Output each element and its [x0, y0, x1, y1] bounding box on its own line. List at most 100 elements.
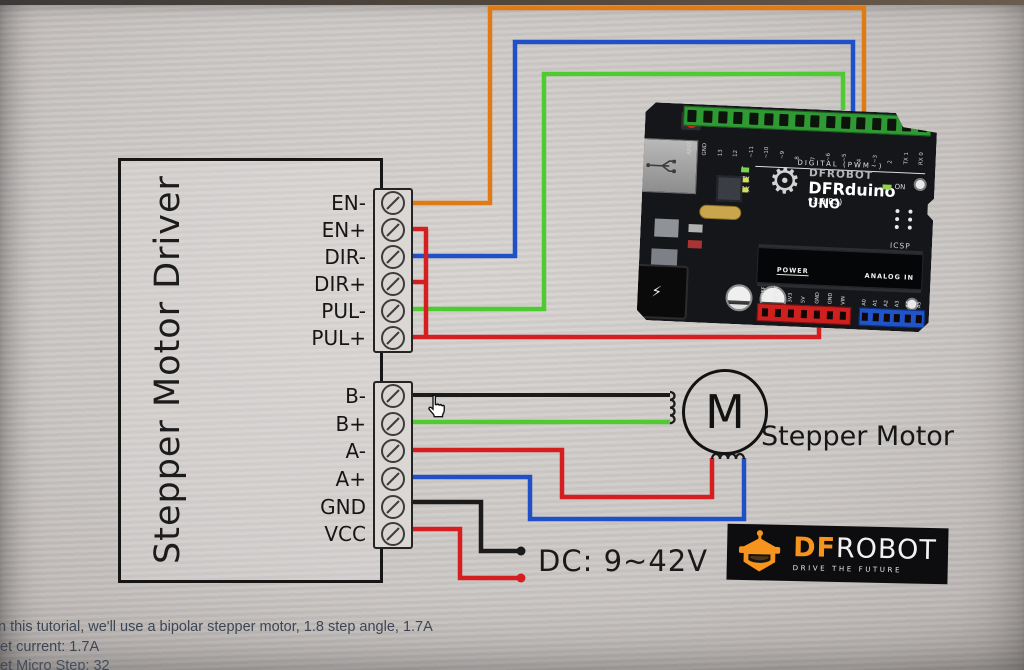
digital-pin-socket	[887, 119, 897, 131]
digital-pin-label: 2	[887, 160, 894, 164]
coil-b-winding	[669, 390, 676, 425]
motor-terminal-block	[373, 381, 413, 549]
board-version: v3.0(R3)	[807, 196, 843, 207]
power-pin-label: IOREF	[760, 286, 768, 302]
terminal-row: B-	[278, 382, 410, 410]
wire-a-plus	[410, 458, 747, 522]
icsp-pins	[895, 209, 918, 230]
usb-interface-chip	[716, 175, 743, 202]
terminal-label: A+	[335, 466, 366, 491]
dfrobot-logo-text: DFROBOT DRIVE THE FUTURE	[792, 531, 938, 575]
smd-component	[688, 224, 702, 233]
power-pin-socket	[827, 311, 833, 319]
screw-cell	[375, 466, 410, 491]
power-pin-label: 5V	[800, 296, 807, 304]
usb-connector	[626, 137, 698, 194]
screw-cell	[375, 217, 410, 242]
terminal-label: B+	[335, 411, 366, 436]
wire-pul-minus	[410, 71, 846, 312]
usb-icon	[645, 157, 680, 174]
icsp-pin	[895, 225, 899, 229]
mouse-cursor-hand-icon	[428, 394, 445, 418]
digital-pin-label: ~10	[763, 146, 771, 159]
icsp-pin	[908, 210, 912, 214]
power-pin-socket	[774, 309, 780, 317]
dc-supply-label: DC: 9~42V	[538, 544, 709, 578]
digital-pin-label: GND	[701, 142, 709, 156]
digital-pin-socket	[780, 114, 790, 126]
wire-gnd	[410, 499, 518, 554]
power-pin-label: RESET	[773, 285, 781, 303]
digital-pin-socket	[810, 115, 820, 127]
digital-pin-label: 7	[810, 156, 817, 161]
digital-pin-label: ~3	[872, 154, 879, 164]
screw-terminal-icon	[380, 272, 405, 297]
power-pin-socket	[801, 310, 807, 318]
on-led-icon	[882, 184, 891, 189]
screen-top-bezel	[0, 0, 1024, 5]
screw-cell	[375, 272, 410, 297]
electrolytic-capacitor	[725, 284, 753, 312]
crystal-oscillator	[699, 204, 742, 220]
coil-a-winding	[710, 452, 746, 460]
power-header	[757, 303, 852, 325]
terminal-row: A+	[278, 465, 410, 493]
screw-cell	[375, 244, 410, 269]
power-pin-label: 3V3	[787, 292, 794, 303]
terminal-label: VCC	[324, 522, 366, 547]
power-pin-socket	[761, 308, 767, 316]
analog-pin-label: A3	[894, 300, 901, 308]
terminal-row: GND	[278, 493, 410, 521]
terminal-row: EN-	[278, 189, 410, 216]
power-pin-label: GND	[827, 292, 834, 305]
wire-a-minus	[410, 447, 715, 500]
analog-pin-label: A1	[872, 299, 879, 307]
digital-pin-socket	[841, 117, 851, 129]
screw-terminal-icon	[380, 411, 405, 436]
digital-pin-label: 4	[856, 158, 863, 163]
dfrobot-gear-icon: ⚙	[767, 160, 802, 203]
analog-pin-socket	[883, 314, 889, 322]
motor-terminal-rows: B- B+ A- A+ GND VCC	[278, 382, 410, 548]
analog-pin-label: A0	[861, 298, 868, 306]
dfrobot-logo: DFROBOT DRIVE THE FUTURE	[726, 523, 949, 585]
screw-cell	[375, 383, 410, 408]
stepper-motor-label: Stepper Motor	[761, 421, 954, 452]
caption-line-3: et Micro Step: 32	[0, 658, 110, 670]
terminal-row: DIR-	[278, 243, 410, 270]
logo-robot: ROBOT	[835, 532, 938, 566]
screw-terminal-icon	[380, 190, 405, 215]
power-pin-socket	[840, 312, 846, 320]
on-led-label: ON	[894, 182, 906, 192]
digital-pin-socket	[764, 113, 774, 125]
analog-pin-socket	[862, 313, 868, 321]
analog-pin-socket	[873, 313, 879, 321]
digital-pin-socket	[826, 116, 836, 128]
digital-pin-label: 8	[794, 156, 802, 160]
led-icon	[741, 167, 749, 172]
analog-pin-socket	[915, 315, 921, 323]
dfrobot-robot-icon	[738, 530, 781, 572]
screw-cell	[375, 439, 410, 464]
terminal-row: A-	[278, 437, 410, 465]
digital-pin-label: AREF	[686, 140, 694, 156]
power-on-led: ON	[882, 182, 905, 191]
terminal-label: DIR-	[324, 244, 366, 269]
analog-pin-label: A2	[883, 299, 890, 307]
terminal-row: PUL-	[278, 298, 410, 325]
screw-terminal-icon	[380, 522, 405, 547]
icsp-pin	[895, 209, 899, 213]
motor-symbol: M	[705, 385, 745, 439]
digital-pin-label: ~9	[779, 150, 786, 160]
dfrobot-tagline: DRIVE THE FUTURE	[792, 563, 903, 574]
terminal-label: PUL-	[321, 299, 366, 324]
wire-red-common-bus	[410, 226, 822, 340]
smd-component	[688, 240, 702, 249]
terminal-row: DIR+	[278, 271, 410, 298]
logo-df: DF	[792, 531, 837, 564]
digital-pin-socket	[687, 110, 697, 122]
